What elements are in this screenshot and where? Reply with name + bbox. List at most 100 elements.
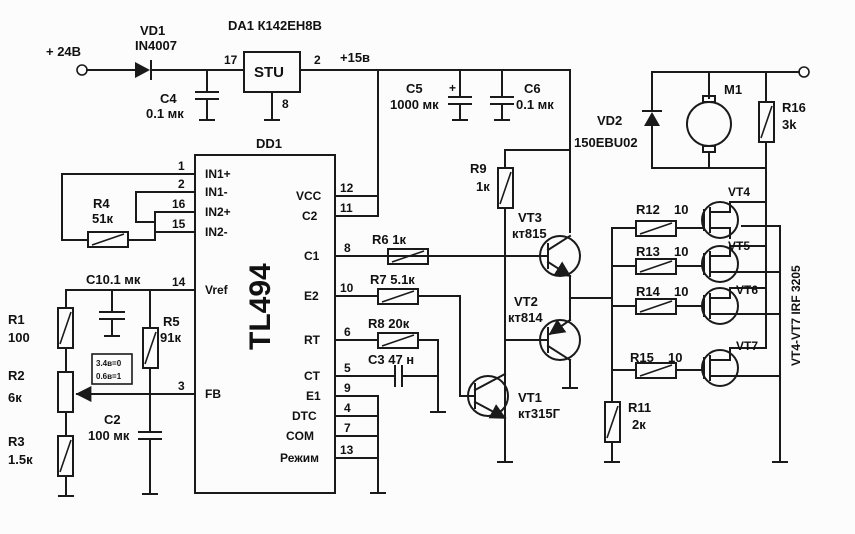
supply-in-label: + 24В	[46, 44, 81, 59]
dd1-right-pin-1-num: 12	[340, 181, 354, 195]
da1-title: DA1 К142ЕН8В	[228, 18, 322, 33]
vt4-mosfet	[701, 201, 739, 239]
r16-ref: R16	[782, 100, 806, 115]
c6-ref: C6	[524, 81, 541, 96]
r5-value: 91к	[160, 330, 181, 345]
rail-label: +15в	[340, 50, 370, 65]
dd1-right-pin-3-name: C1	[304, 249, 320, 263]
logic-note-box	[91, 353, 133, 385]
dd1-right-pin-1-name: VCC	[296, 189, 322, 203]
vd2-ref: VD2	[597, 113, 622, 128]
c4-ref: C4	[160, 91, 177, 106]
r11-value: 2к	[632, 417, 646, 432]
fet-vt6: R14 10 VT6	[611, 283, 781, 325]
vt6-ref: VT6	[736, 283, 758, 297]
r13-ref: R13	[636, 244, 660, 259]
vt7-ref: VT7	[736, 339, 758, 353]
r1-ref: R1	[8, 312, 25, 327]
r14-value: 10	[674, 284, 688, 299]
dd1-left-pin-6-num: 3	[178, 379, 185, 393]
c5-plus: +	[449, 81, 456, 95]
dd1-chip-name: TL494	[244, 263, 277, 350]
vd2-part: 150EBU02	[574, 135, 638, 150]
r12-ref: R12	[636, 202, 660, 217]
input-terminal	[76, 64, 88, 76]
c2-value: 100 мк	[88, 428, 130, 443]
vt1-part: кт315Г	[518, 406, 561, 421]
vt3-part: кт815	[512, 226, 547, 241]
c3-label: C3 47 н	[368, 352, 414, 367]
dd1-body	[194, 154, 336, 494]
da1-body: STU	[254, 64, 284, 81]
dd1-right-pin-8-num: 4	[344, 401, 351, 415]
input-network: R4 51к	[61, 173, 156, 248]
r14-ref: R14	[636, 284, 661, 299]
c2-ref: C2	[104, 412, 121, 427]
dd1-right-pin-10-num: 13	[340, 443, 354, 457]
c1-label: C10.1 мк	[86, 272, 141, 287]
fet-vt4: R12 10 VT4	[611, 185, 767, 239]
vd2-diode	[644, 112, 660, 126]
dd1-left-pin-2-num: 2	[178, 177, 185, 191]
dd1-right-pin-3-num: 8	[344, 241, 351, 255]
dd1-right-pin-5-name: RT	[304, 333, 321, 347]
r15-ref: R15	[630, 350, 654, 365]
dd1-left-pin-5-name: Vref	[205, 283, 229, 297]
dd1-right-pin-9-num: 7	[344, 421, 351, 435]
dd1-right-pin-9-name: COM	[286, 429, 314, 443]
r2-ref: R2	[8, 368, 25, 383]
da1-pin-in: 17	[224, 53, 238, 67]
dd1-left-pin-1-name: IN1+	[205, 167, 231, 181]
driver-stage: R9 1к VT3 кт815 VT2 кт814 VT1 кт315Г	[427, 149, 613, 463]
r13-value: 10	[674, 244, 688, 259]
dd1-left-pin-4-num: 15	[172, 217, 186, 231]
vt1-transistor	[467, 375, 509, 417]
dd1-right-pin-6-name: CT	[304, 369, 321, 383]
r8-label: R8 20к	[368, 316, 410, 331]
r12-value: 10	[674, 202, 688, 217]
r2-value: 6к	[8, 390, 22, 405]
r1-value: 100	[8, 330, 30, 345]
r9-value: 1к	[476, 179, 490, 194]
dd1-tl494: DD1 TL494 1 2 16 15 14 3 IN1+ IN1- IN2+ …	[154, 136, 531, 494]
fet-group-label: VT4-VT7 IRF 3205	[789, 265, 803, 366]
vt4-ref: VT4	[728, 185, 750, 199]
vt3-ref: VT3	[518, 210, 542, 225]
feedback-section: C10.1 мк R1 100 R2 6к R3 1.5к 3.4в=0 0.6…	[8, 272, 181, 497]
vd1-part: IN4007	[135, 38, 177, 53]
dd1-left-pin-5-num: 14	[172, 275, 186, 289]
r4-ref: R4	[93, 196, 110, 211]
c5-ref: C5	[406, 81, 423, 96]
r15-value: 10	[668, 350, 682, 365]
r16-value: 3k	[782, 117, 797, 132]
note-line1: 3.4в=0	[96, 359, 122, 368]
c5-value: 1000 мк	[390, 97, 439, 112]
da1-pin-out: 2	[314, 53, 321, 67]
dd1-right-pin-10-name: Режим	[280, 451, 319, 465]
timing-and-drive: R6 1к R7 5.1к R8 20к C3 47 н	[364, 232, 476, 413]
vd1-ref: VD1	[140, 23, 165, 38]
r7-label: R7 5.1к	[370, 272, 415, 287]
vt2-ref: VT2	[514, 294, 538, 309]
dd1-right-pin-2-name: C2	[302, 209, 318, 223]
vt2-part: кт814	[508, 310, 543, 325]
dd1-right-pin-7-num: 9	[344, 381, 351, 395]
r6-label: R6 1к	[372, 232, 406, 247]
vd1-diode	[135, 60, 152, 80]
dd1-right-pin-2-num: 11	[340, 201, 353, 215]
motor-section: VD2 150EBU02 M1 R16 3k R11 2к VT4-VT7 IR…	[574, 66, 810, 463]
r5-ref: R5	[163, 314, 180, 329]
c6-value: 0.1 мк	[516, 97, 554, 112]
dd1-left-pin-3-num: 16	[172, 197, 186, 211]
r4-value: 51к	[92, 211, 113, 226]
dd1-left-pin-1-num: 1	[178, 159, 185, 173]
vt5-mosfet	[701, 245, 739, 283]
power-input-section: + 24В VD1 IN4007 C4 0.1 мк STU DA1 К142Е…	[46, 18, 571, 233]
motor-terminal	[798, 66, 810, 78]
dd1-left-pin-3-name: IN2+	[205, 205, 231, 219]
vt6-mosfet	[701, 287, 739, 325]
r3-ref: R3	[8, 434, 25, 449]
dd1-right-pin-5-num: 6	[344, 325, 351, 339]
